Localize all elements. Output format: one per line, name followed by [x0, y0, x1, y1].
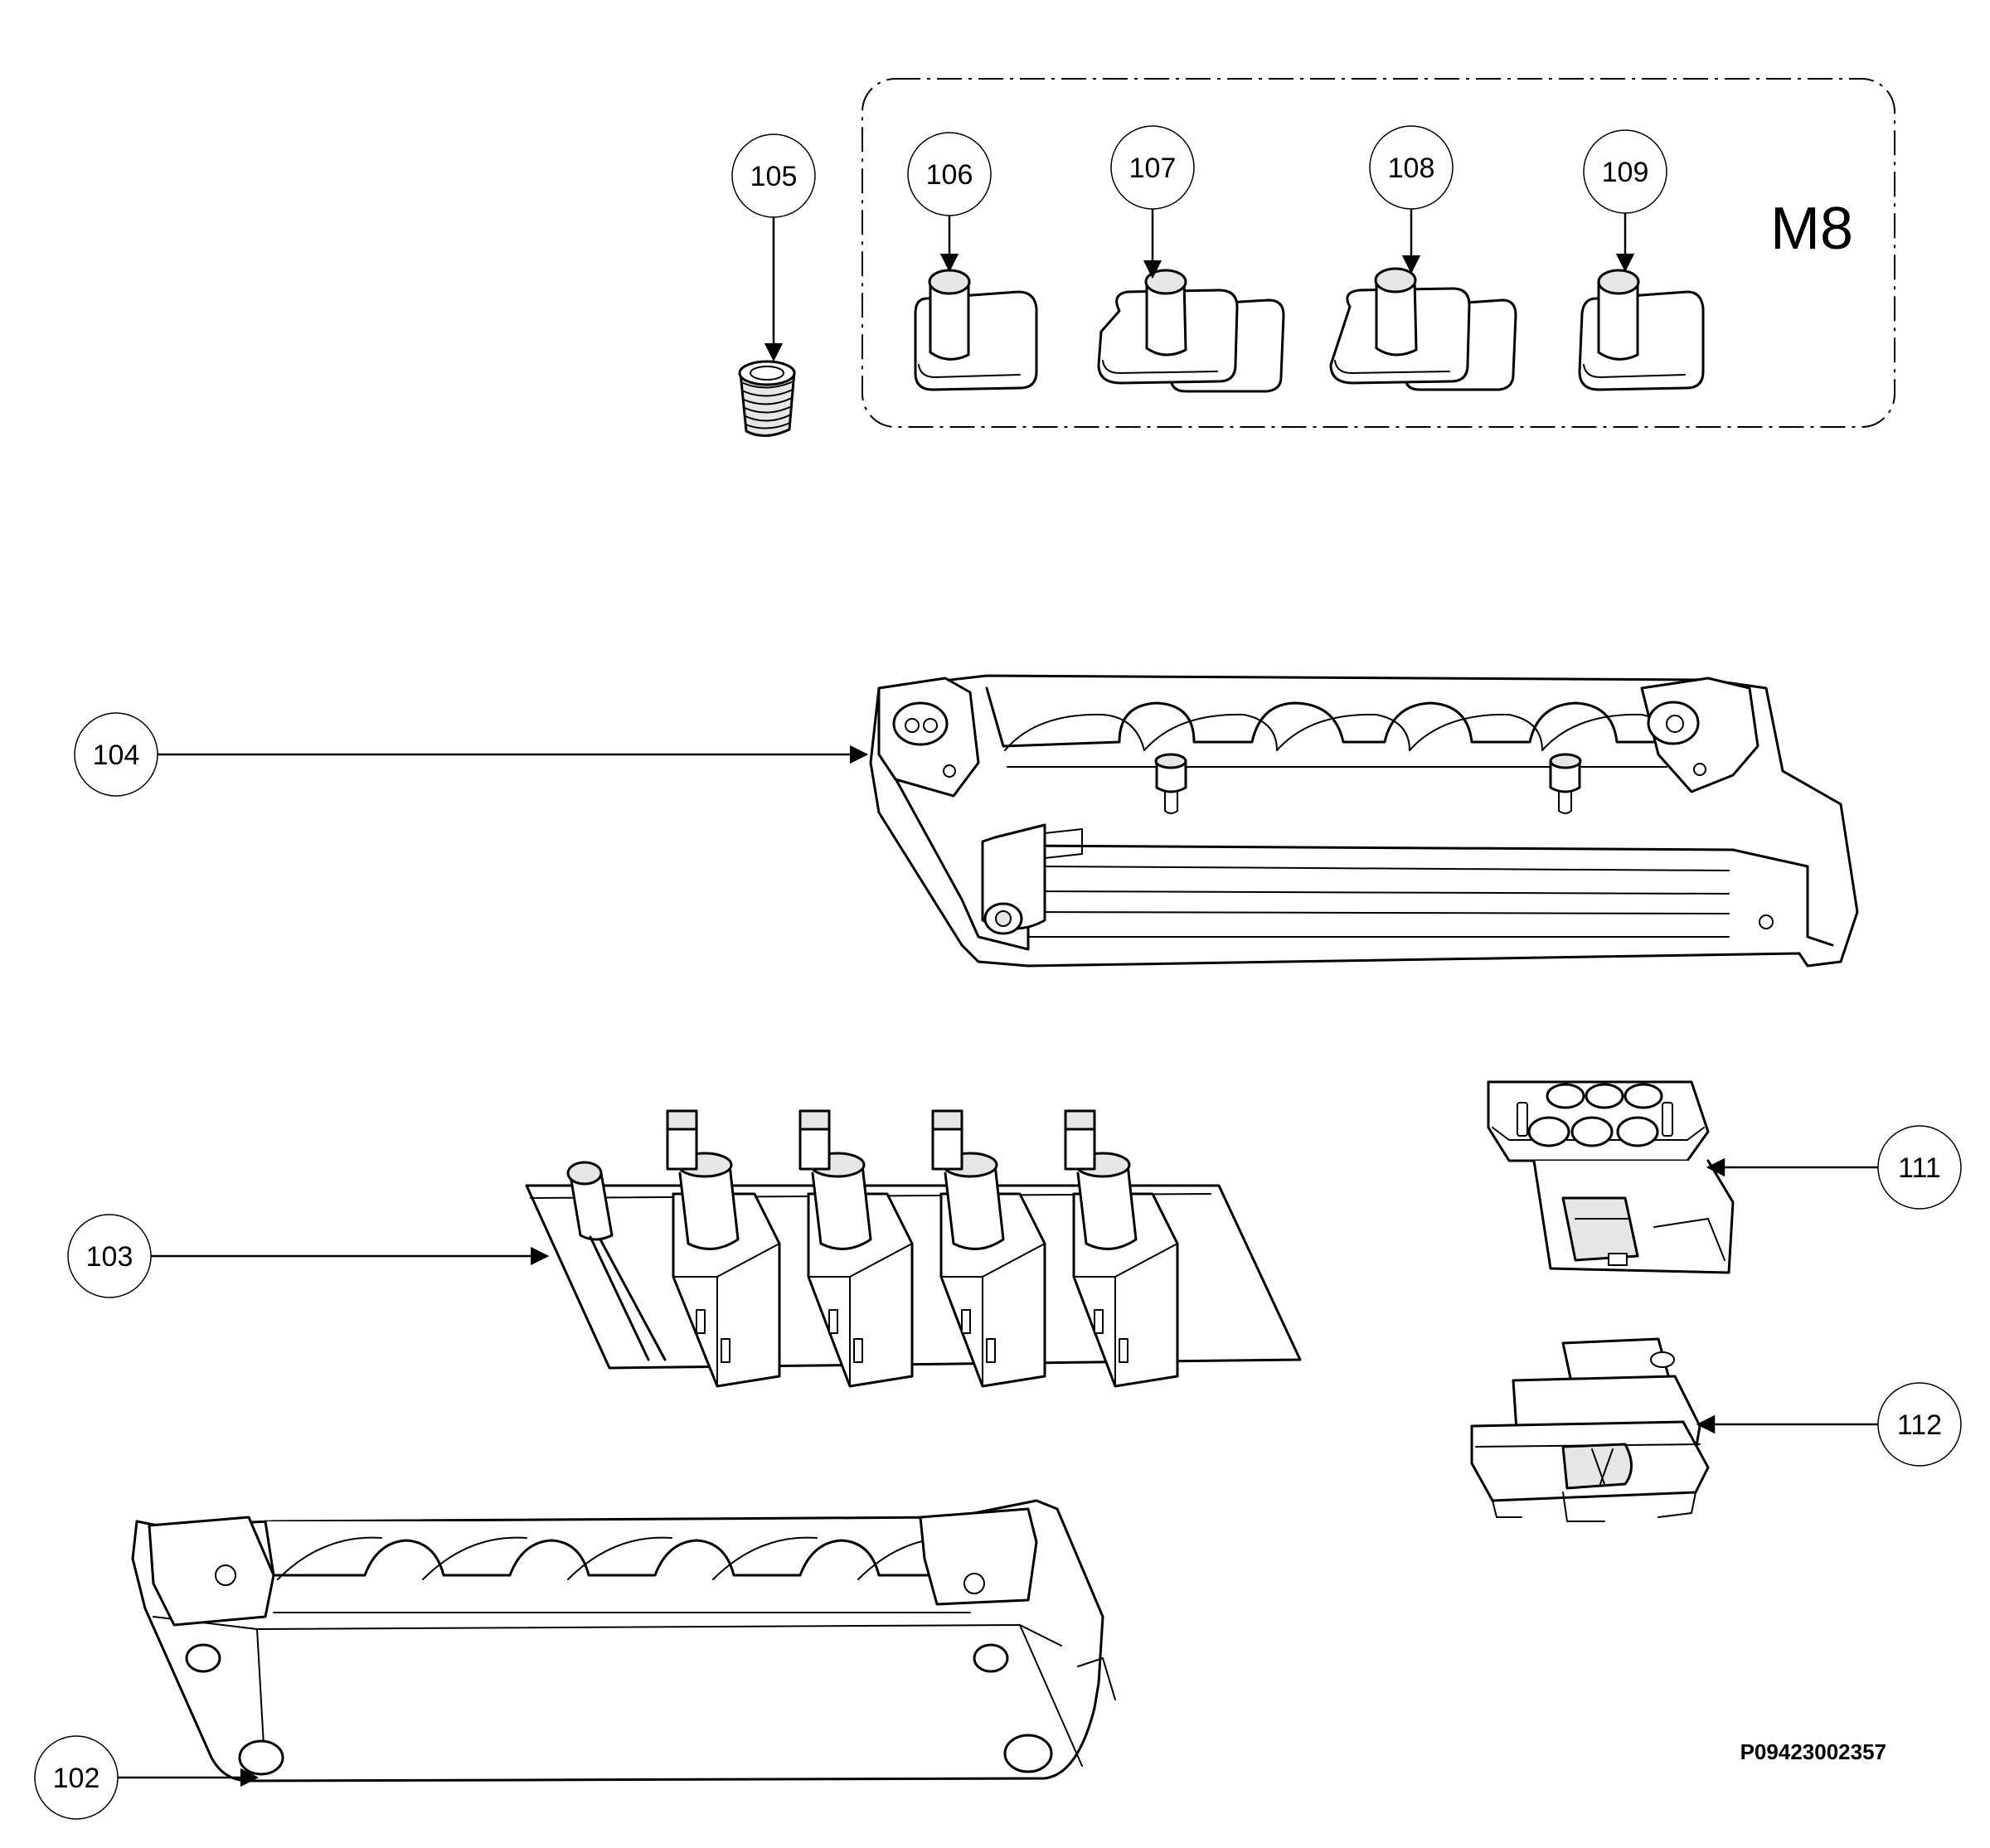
- callout-108: 108: [1369, 125, 1454, 210]
- part-108-knob: [1329, 267, 1517, 391]
- part-111-connector: [1487, 1080, 1735, 1274]
- callout-111-label: 111: [1898, 1152, 1941, 1184]
- callout-106: 106: [907, 132, 992, 216]
- callout-112-label: 112: [1897, 1409, 1942, 1441]
- callout-107-label: 107: [1129, 153, 1177, 184]
- callout-105: 105: [731, 133, 816, 218]
- drawing-code: P09423002357: [1740, 1739, 1886, 1764]
- m8-group-label: M8: [1770, 196, 1853, 262]
- switch-block-1: [666, 1109, 781, 1388]
- callout-102: 102: [34, 1735, 119, 1820]
- part-109-knob: [1578, 269, 1705, 391]
- callout-103: 103: [67, 1214, 152, 1298]
- part-104-frame: [869, 674, 1859, 968]
- part-112-clip: [1470, 1337, 1710, 1522]
- callout-104-label: 104: [93, 740, 140, 771]
- callout-103-label: 103: [86, 1241, 133, 1273]
- callout-106-label: 106: [926, 159, 973, 191]
- leader-lines: [116, 209, 1878, 1787]
- part-107-knob: [1097, 269, 1285, 393]
- callout-111: 111: [1877, 1125, 1962, 1210]
- callout-104: 104: [74, 712, 158, 797]
- callout-109-label: 109: [1602, 157, 1649, 188]
- switch-block-4: [1064, 1109, 1179, 1388]
- m8-group: M8: [862, 78, 1895, 428]
- switch-block-3: [931, 1109, 1046, 1388]
- m8-group-border: [862, 78, 1895, 428]
- callout-109: 109: [1583, 129, 1667, 214]
- part-105-threaded-cap: [738, 360, 796, 437]
- part-103-pcb: [525, 1109, 1302, 1388]
- part-102-housing: [131, 1499, 1116, 1783]
- callout-112: 112: [1877, 1382, 1962, 1467]
- callout-102-label: 102: [53, 1763, 100, 1794]
- callout-105-label: 105: [750, 161, 798, 192]
- switch-block-2: [798, 1109, 914, 1388]
- callout-107: 107: [1110, 125, 1195, 210]
- callout-108-label: 108: [1388, 153, 1435, 184]
- part-106-knob: [914, 269, 1038, 391]
